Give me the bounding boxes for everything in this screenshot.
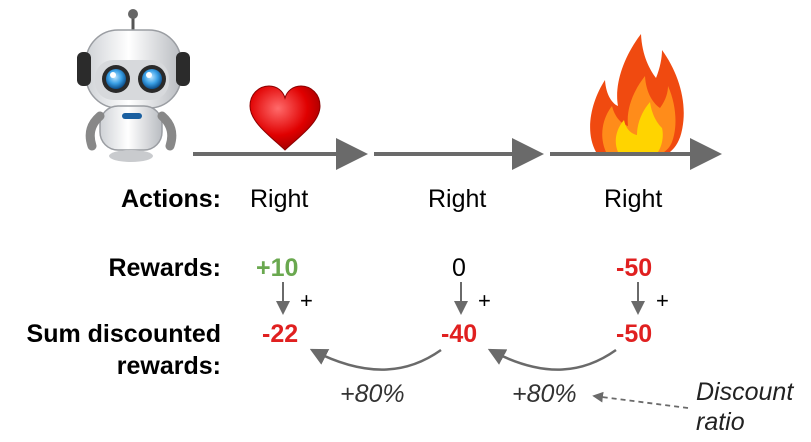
discount-ratio-line2: ratio [696,408,745,436]
discount-ratio-line1: Discount [696,378,794,406]
reward-1: +10 [256,254,299,282]
action-2: Right [428,185,487,213]
fire-icon [590,34,684,152]
discount-ratio-pointer [592,391,689,409]
discount-percent-1: +80% [340,380,405,408]
plus-1: + [300,288,313,313]
actions-label: Actions: [121,185,221,213]
action-1: Right [250,185,309,213]
plus-2: + [478,288,491,313]
discount-curve-2 [487,348,617,371]
robot-icon [77,9,190,162]
heart-icon [249,85,321,151]
discounted-1: -22 [262,320,299,348]
discount-ratio-label: Discount ratio [696,377,793,437]
action-3: Right [604,185,663,213]
rewards-label: Rewards: [108,254,221,282]
sum-rewards-label: rewards: [116,352,221,380]
discounted-2: -40 [441,320,478,348]
discount-curve-1 [309,348,442,371]
discounted-3: -50 [616,320,653,348]
reward-3: -50 [616,254,653,282]
reward-2: 0 [452,254,466,282]
sum-discounted-label: Sum discounted [26,320,221,348]
plus-3: + [656,288,669,313]
discount-percent-2: +80% [512,380,577,408]
